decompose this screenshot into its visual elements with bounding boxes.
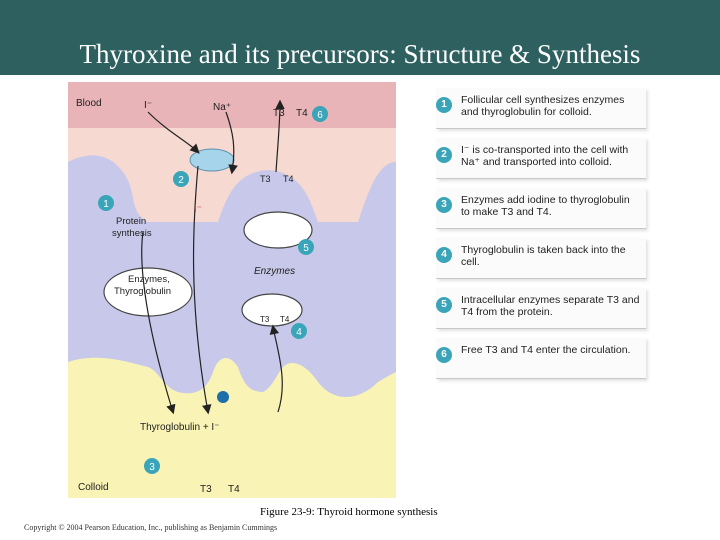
step-6: 6 Free T3 and T4 enter the circulation. [436,338,646,379]
blood-label: Blood [76,98,102,109]
lysosome-vesicle [241,293,303,327]
marker-2: 2 [173,171,189,187]
t3-bottom-label: T3 [200,484,212,495]
marker-1: 1 [98,195,114,211]
step-text: Follicular cell synthesizes enzymes and … [461,94,625,118]
endocytic-vesicle [243,211,313,249]
step-text: Intracellular enzymes separate T3 and T4… [461,294,640,318]
title-bar [0,0,720,75]
t4-bottom-label: T4 [228,484,240,495]
colloid-label: Colloid [78,482,109,493]
t4-top-label: T4 [296,108,308,119]
protein-synthesis-label-1: Protein [116,216,146,227]
thyroid-synthesis-diagram: Blood I⁻ Na⁺ T3 T4 T3 T4 I⁻ Protein synt… [68,82,396,498]
enzymes-label: Enzymes [254,266,295,277]
t3-vesicle-label: T3 [260,315,270,324]
copyright-notice: Copyright © 2004 Pearson Education, Inc.… [24,523,278,532]
protein-synthesis-label-2: synthesis [112,228,152,239]
sodium-arrow [225,111,238,175]
step-number: 1 [436,97,452,113]
svg-text:3: 3 [149,462,155,473]
marker-3: 3 [144,458,160,474]
iodide-arrow [147,111,200,154]
reuptake-arrow [269,324,283,413]
enzymes-thyroglobulin-vesicle [103,267,193,317]
blood-region [68,82,396,128]
svg-text:4: 4 [296,327,302,338]
marker-5: 5 [298,239,314,255]
svg-text:5: 5 [303,243,309,254]
step-text: Enzymes add iodine to thyroglobulin to m… [461,194,630,218]
step-number: 4 [436,247,452,263]
t4-cell-label: T4 [283,174,294,184]
step-number: 2 [436,147,452,163]
step-text: Free T3 and T4 enter the circulation. [461,344,631,356]
marker-4: 4 [291,323,307,339]
t4-vesicle-label: T4 [280,315,290,324]
steps-legend: 1 Follicular cell synthesizes enzymes an… [428,82,648,382]
t3-t4-exit-arrow [275,99,285,173]
basal-pore [217,391,229,403]
cell-iodide-arrow [192,165,212,415]
t3-top-label: T3 [273,108,285,119]
step-text: I⁻ is co-transported into the cell with … [461,144,629,168]
step-4: 4 Thyroglobulin is taken back into the c… [436,238,646,279]
step-3: 3 Enzymes add iodine to thyroglobulin to… [436,188,646,229]
step-text: Thyroglobulin is taken back into the cel… [461,244,626,268]
thyroglobulin-iodide-label: Thyroglobulin + I⁻ [140,422,220,433]
svg-text:6: 6 [317,110,323,121]
step-number: 6 [436,347,452,363]
marker-6: 6 [312,106,328,122]
iodide-cell-label: I⁻ [194,204,202,215]
enzymes-thyroglobulin-label-2: Thyroglobulin [114,286,171,297]
t3-cell-label: T3 [260,174,271,184]
step-number: 5 [436,297,452,313]
step-2: 2 I⁻ is co-transported into the cell wit… [436,138,646,179]
step-number: 3 [436,197,452,213]
apical-vesicle [189,148,235,172]
thyroglobulin-secretion-arrow [141,231,176,415]
step-5: 5 Intracellular enzymes separate T3 and … [436,288,646,329]
figure-caption: Figure 23-9: Thyroid hormone synthesis [260,506,438,518]
svg-text:1: 1 [103,199,109,210]
svg-text:2: 2 [178,175,184,186]
slide-title: Thyroxine and its precursors: Structure … [79,39,641,69]
enzymes-thyroglobulin-label-1: Enzymes, [128,274,170,285]
sodium-label: Na⁺ [213,102,231,113]
step-1: 1 Follicular cell synthesizes enzymes an… [436,88,646,129]
iodide-label: I⁻ [144,100,152,111]
